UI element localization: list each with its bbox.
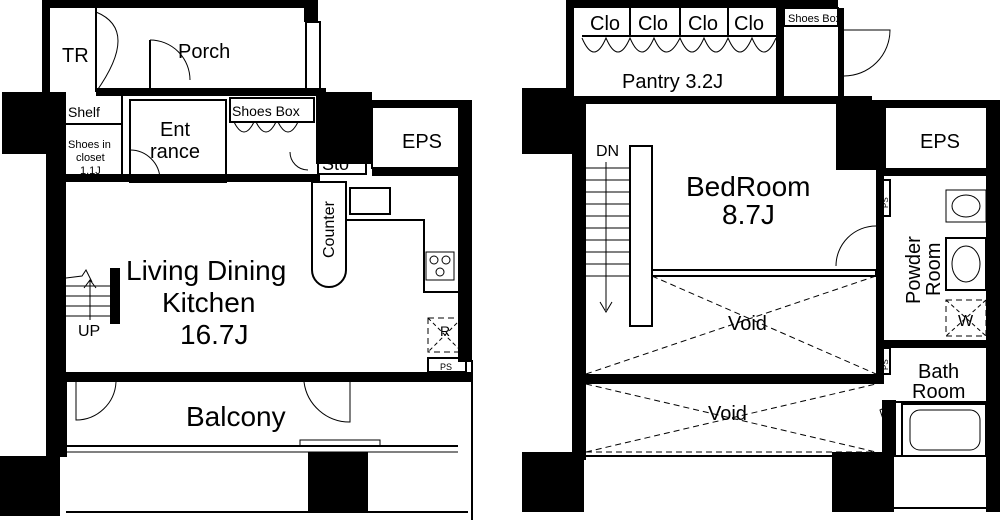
porch-label: Porch <box>178 41 230 63</box>
bedroom-label: BedRoom <box>686 171 811 202</box>
dn-label: DN <box>596 143 619 160</box>
wall <box>566 0 838 8</box>
stair-wall <box>110 268 120 324</box>
wall <box>572 100 586 460</box>
void-lower <box>585 383 877 453</box>
closet-4-label: Clo <box>734 13 764 35</box>
entrance-label-1: Ent <box>160 119 190 141</box>
eps-label: EPS <box>402 131 442 153</box>
ps-bottom-label: PS <box>881 359 890 370</box>
void-upper <box>585 275 877 375</box>
powder-room-label-1: Powder <box>903 236 925 304</box>
wall <box>50 174 320 182</box>
powder-room-label-2: Room <box>923 243 945 296</box>
shoes-closet-size: 1.1J <box>80 165 101 177</box>
floor-1-plan: TR Porch Shelf Shoes in closet 1.1J Ent … <box>0 0 473 520</box>
void-1-label: Void <box>728 313 767 335</box>
column <box>316 92 372 164</box>
void-2-label: Void <box>708 403 747 425</box>
stairs-up <box>64 269 110 320</box>
shoes-closet-label-1: Shoes in <box>68 139 111 151</box>
bedroom-size: 8.7J <box>722 199 775 230</box>
column <box>308 452 368 512</box>
wall <box>566 0 574 96</box>
shoes-closet-label-2: closet <box>76 152 105 164</box>
refrigerator-label: R <box>440 323 450 339</box>
wall <box>986 100 1000 512</box>
wall <box>572 96 872 104</box>
ldk-size: 16.7J <box>180 319 249 350</box>
closet-2-label: Clo <box>638 13 668 35</box>
column <box>0 456 60 516</box>
wall <box>776 8 784 96</box>
column <box>832 452 894 512</box>
shoes-box-label: Shoes Box <box>232 103 300 119</box>
washer-label: W <box>958 313 974 330</box>
ldk-label-2: Kitchen <box>162 287 255 318</box>
pantry-label: Pantry 3.2J <box>622 71 723 93</box>
column <box>2 92 46 154</box>
balcony-label: Balcony <box>186 401 286 432</box>
closet-1-label: Clo <box>590 13 620 35</box>
wall <box>60 372 472 382</box>
closet-3-label: Clo <box>688 13 718 35</box>
counter-label: Counter <box>321 200 338 258</box>
up-label: UP <box>78 323 100 340</box>
wall <box>96 88 326 96</box>
wall <box>880 100 990 108</box>
wall <box>882 340 990 348</box>
wall <box>304 0 318 22</box>
wall <box>42 0 50 92</box>
column <box>836 100 886 170</box>
ps-top-label: PS <box>881 197 890 208</box>
floor-2-plan: Clo Clo Clo Clo Shoes Box Pantry 3.2J EP… <box>522 0 1000 512</box>
wall <box>876 170 884 380</box>
stairs-down <box>586 145 653 327</box>
wall <box>458 100 472 362</box>
wall <box>880 168 990 176</box>
wall <box>584 374 884 384</box>
ldk-label-1: Living Dining <box>126 255 286 286</box>
wall <box>42 0 312 8</box>
shelf-label: Shelf <box>68 104 100 120</box>
wall <box>46 92 66 456</box>
wall <box>882 400 896 456</box>
tr-label: TR <box>62 45 89 67</box>
wall <box>838 8 844 96</box>
bath-room-label-2: Room <box>912 381 965 403</box>
sto-label: Sto <box>322 154 349 174</box>
shoes-box-2-label: Shoes Box <box>788 13 842 25</box>
entrance-label-2: rance <box>150 141 200 163</box>
column <box>522 88 572 154</box>
ps-label: PS <box>440 362 452 372</box>
column <box>522 452 584 512</box>
eps-2-label: EPS <box>920 131 960 153</box>
wall <box>372 168 472 176</box>
bath-room-label-1: Bath <box>918 361 959 383</box>
